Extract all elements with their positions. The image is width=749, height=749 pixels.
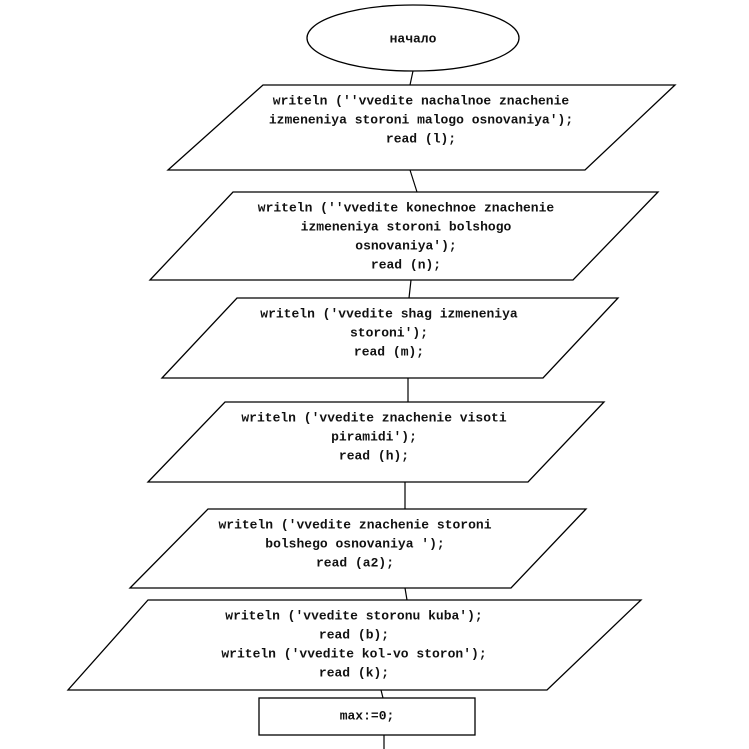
block-text: osnovaniya'); [355,238,456,253]
io-block-2 [148,191,660,281]
connector [404,587,408,601]
block-text: piramidi'); [331,429,417,444]
block-text: storoni'); [350,325,428,340]
io-block-6 [66,599,643,691]
block-text: read (k); [319,665,389,680]
connector [380,689,384,699]
block-text: max:=0; [340,708,395,723]
connector [409,70,414,86]
start-terminator [306,4,520,72]
block-text: writeln ('vvedite kol-vo storon'); [221,646,486,661]
block-text: writeln (''vvedite nachalnoe znachenie [273,93,570,108]
io-block-4 [146,401,606,483]
block-text: read (n); [371,257,441,272]
block-text: read (l); [386,131,456,146]
block-text: writeln (''vvedite konechnoe znachenie [258,200,555,215]
io-block-1 [166,84,677,171]
connector [408,279,412,299]
io-block-3 [160,297,620,379]
block-text: writeln ('vvedite shag izmeneniya [260,306,518,321]
process-block [258,697,476,736]
block-text: izmeneniya storoni malogo osnovaniya'); [269,112,573,127]
block-text: read (m); [354,344,424,359]
connector [409,169,418,193]
block-text: read (a2); [316,555,394,570]
io-block-5 [128,508,588,589]
block-text: writeln ('vvedite znachenie visoti [241,410,506,425]
block-text: bolshego osnovaniya '); [265,536,444,551]
start-label: начало [390,31,437,46]
block-text: izmeneniya storoni bolshogo [301,219,512,234]
block-text: writeln ('vvedite znachenie storoni [218,517,491,532]
block-text: read (h); [339,448,409,463]
block-text: writeln ('vvedite storonu kuba'); [225,608,482,623]
block-text: read (b); [319,627,389,642]
